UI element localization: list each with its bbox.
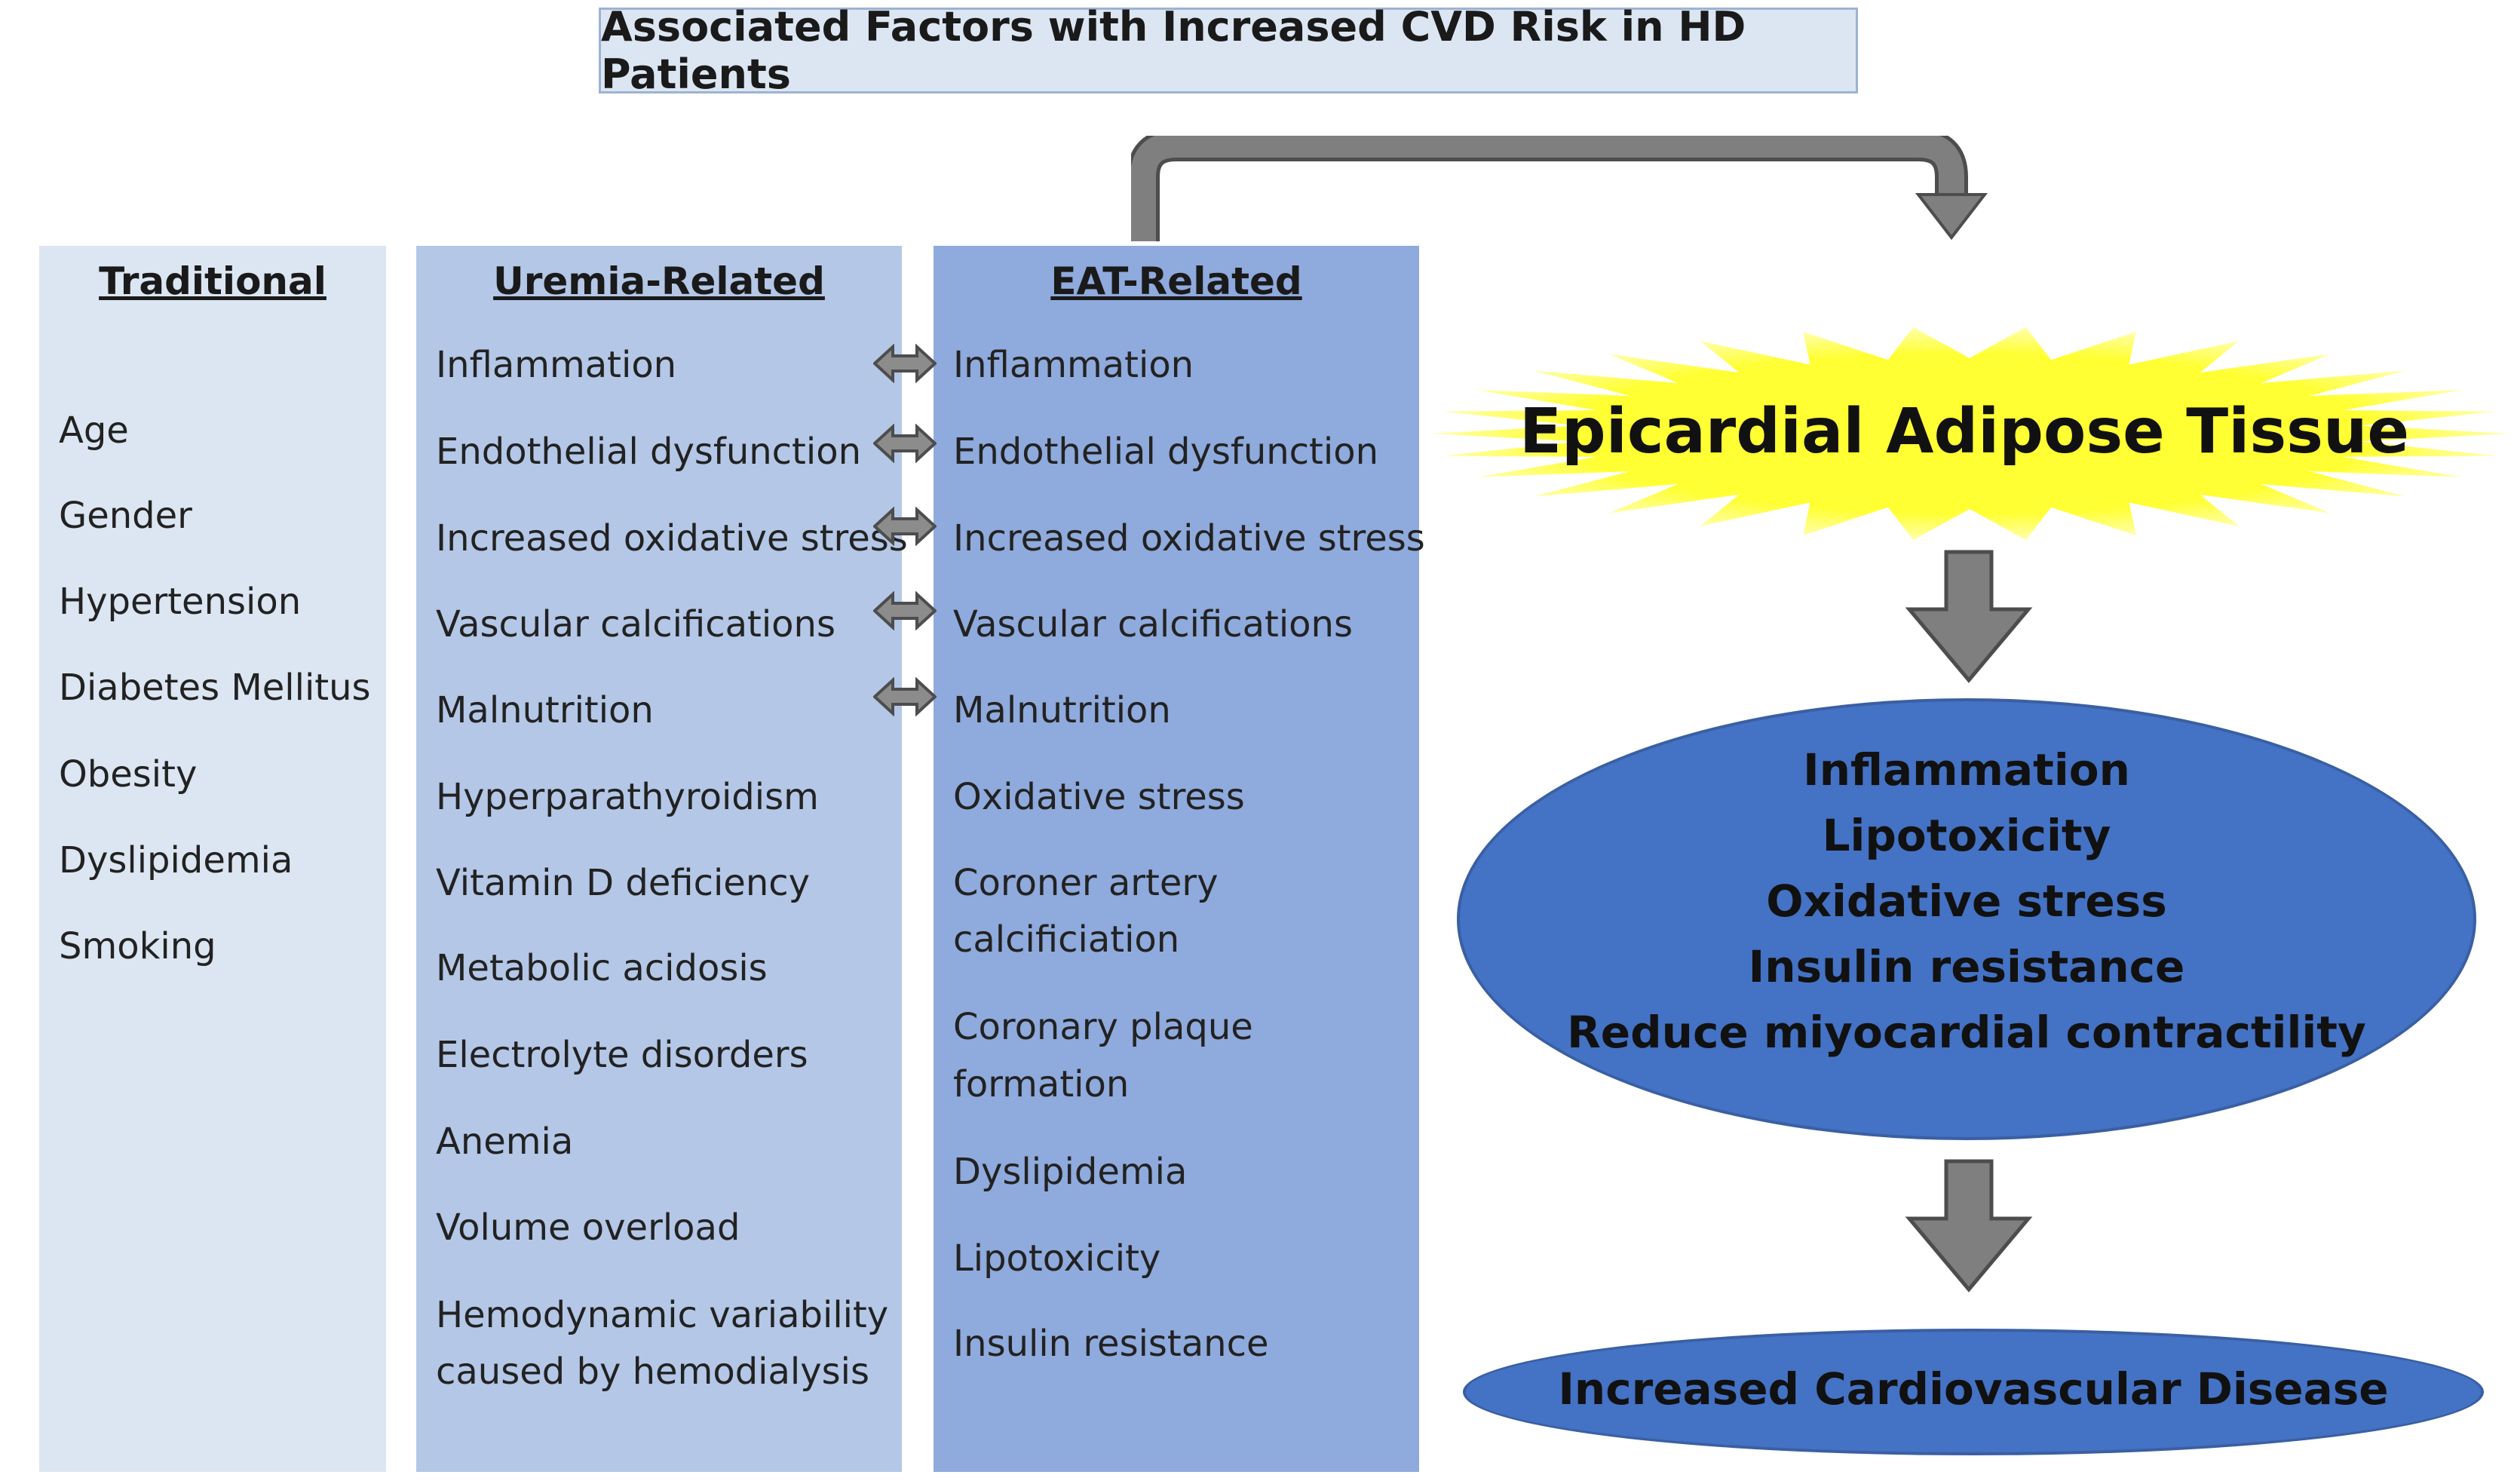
- mechanisms-ellipse: [1457, 698, 2476, 1140]
- down-arrow-icon: [1905, 1159, 2033, 1292]
- traditional-column: Traditional Age Gender Hypertension Diab…: [39, 246, 386, 1472]
- eat-item: Lipotoxicity: [953, 1237, 1161, 1280]
- uremia-item: Anemia: [436, 1121, 574, 1163]
- uremia-item: caused by hemodialysis: [436, 1351, 870, 1393]
- uremia-item: Vitamin D deficiency: [436, 862, 811, 904]
- traditional-item: Age: [59, 409, 129, 452]
- mechanism-item: Reduce miyocardial contractility: [1567, 1007, 2366, 1058]
- uremia-item: Hemodynamic variability: [436, 1294, 889, 1336]
- mechanisms-list: Inflammation Lipotoxicity Oxidative stre…: [1457, 737, 2476, 1065]
- double-arrow-icon: [873, 424, 937, 463]
- eat-column: EAT-Related Inflammation Endothelial dys…: [934, 246, 1425, 1472]
- uremia-item: Electrolyte disorders: [436, 1034, 808, 1076]
- traditional-item: Gender: [59, 495, 192, 537]
- eat-item: Coronary plaque: [953, 1006, 1253, 1048]
- eat-item: calcificiation: [953, 918, 1180, 961]
- uremia-header: Uremia-Related: [493, 259, 825, 303]
- eat-item: Increased oxidative stress: [953, 517, 1425, 560]
- traditional-header: Traditional: [99, 259, 327, 303]
- uremia-item: Increased oxidative stress: [436, 517, 908, 560]
- uremia-item: Inflammation: [436, 344, 677, 386]
- double-arrow-icon: [873, 507, 937, 546]
- traditional-item: Diabetes Mellitus: [59, 667, 371, 709]
- uremia-item: Volume overload: [436, 1207, 740, 1249]
- double-arrow-icon: [873, 344, 937, 383]
- traditional-item: Obesity: [59, 753, 198, 796]
- eat-item: Oxidative stress: [953, 776, 1245, 818]
- eat-item: Dyslipidemia: [953, 1151, 1188, 1193]
- mechanism-item: Oxidative stress: [1766, 875, 2167, 927]
- diagram-title: Associated Factors with Increased CVD Ri…: [599, 3, 1858, 98]
- mechanism-item: Inflammation: [1803, 744, 2130, 796]
- uremia-item: Metabolic acidosis: [436, 947, 768, 989]
- outcome-label: Increased Cardiovascular Disease: [1558, 1363, 2389, 1415]
- uremia-item: Malnutrition: [436, 689, 654, 731]
- traditional-item: Dyslipidemia: [59, 839, 293, 882]
- traditional-item: Smoking: [59, 925, 216, 967]
- uremia-item: Hyperparathyroidism: [436, 776, 819, 818]
- traditional-item: Hypertension: [59, 581, 302, 623]
- starburst-shape: [1430, 327, 2509, 541]
- uremia-item: Endothelial dysfunction: [436, 431, 861, 473]
- uremia-item: Vascular calcifications: [436, 603, 835, 645]
- mechanism-item: Insulin resistance: [1748, 941, 2185, 992]
- eat-item: Coroner artery: [953, 862, 1219, 904]
- eat-item: Insulin resistance: [953, 1323, 1269, 1365]
- uremia-column: Uremia-Related Inflammation Endothelial …: [416, 246, 908, 1472]
- down-arrow-icon: [1905, 550, 2033, 683]
- eat-header: EAT-Related: [1050, 259, 1302, 303]
- eat-title: Epicardial Adipose Tissue: [1519, 396, 2409, 468]
- eat-item: Endothelial dysfunction: [953, 431, 1378, 473]
- eat-item: Inflammation: [953, 344, 1194, 386]
- mechanism-item: Lipotoxicity: [1822, 810, 2111, 861]
- double-arrow-icon: [873, 677, 937, 716]
- eat-item: formation: [953, 1063, 1130, 1105]
- curved-connector-arrow: [1131, 136, 1988, 241]
- outcome-ellipse: [1463, 1329, 2484, 1455]
- eat-item: Vascular calcifications: [953, 603, 1353, 645]
- eat-item: Malnutrition: [953, 689, 1171, 731]
- double-arrow-icon: [873, 591, 937, 630]
